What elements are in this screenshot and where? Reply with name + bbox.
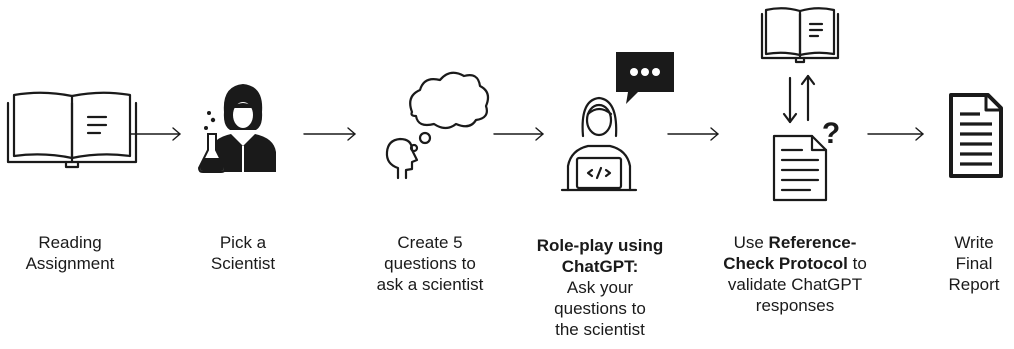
flow-arrow xyxy=(867,127,924,141)
label-line: Create 5 xyxy=(397,233,463,252)
flow-arrow xyxy=(303,127,356,141)
label-line: responses xyxy=(755,296,835,315)
label-line: Pick a xyxy=(219,233,267,252)
step-label-pick: Pick a Scientist xyxy=(180,232,306,274)
scientist-icon xyxy=(197,84,276,173)
label-line: Final xyxy=(955,254,993,273)
label-line: the scientist xyxy=(555,320,645,339)
label-line: validate ChatGPT xyxy=(727,275,863,294)
label-line: ChatGPT: xyxy=(561,257,639,276)
label-line: Use Reference- xyxy=(733,233,857,252)
flow-arrow xyxy=(130,127,181,141)
step-label-refcheck: Use Reference- Check Protocol to validate … xyxy=(705,232,885,316)
label-line: Scientist xyxy=(210,254,276,273)
flow-arrow xyxy=(667,127,719,141)
label-line: Assignment xyxy=(25,254,115,273)
step-label-create: Create 5 questions to ask a scientist xyxy=(360,232,500,295)
thinking-head-icon xyxy=(385,71,490,180)
label-line: ask a scientist xyxy=(376,275,484,294)
coder-chat-icon xyxy=(560,52,674,192)
label-line: Report xyxy=(948,275,1000,294)
label-line: Role-play using xyxy=(536,236,664,255)
flow-arrow xyxy=(493,127,544,141)
report-document-icon xyxy=(949,93,1003,178)
label-line: Write xyxy=(954,233,994,252)
reference-check-icon xyxy=(760,7,840,202)
label-line: questions to xyxy=(554,299,646,318)
open-book-icon xyxy=(6,91,138,169)
label-line: Ask your xyxy=(566,278,634,297)
label-line: questions to xyxy=(384,254,476,273)
label-line: Check Protocol to xyxy=(723,254,867,273)
question-mark: ? xyxy=(822,117,840,150)
label-line: Reading xyxy=(38,233,102,252)
